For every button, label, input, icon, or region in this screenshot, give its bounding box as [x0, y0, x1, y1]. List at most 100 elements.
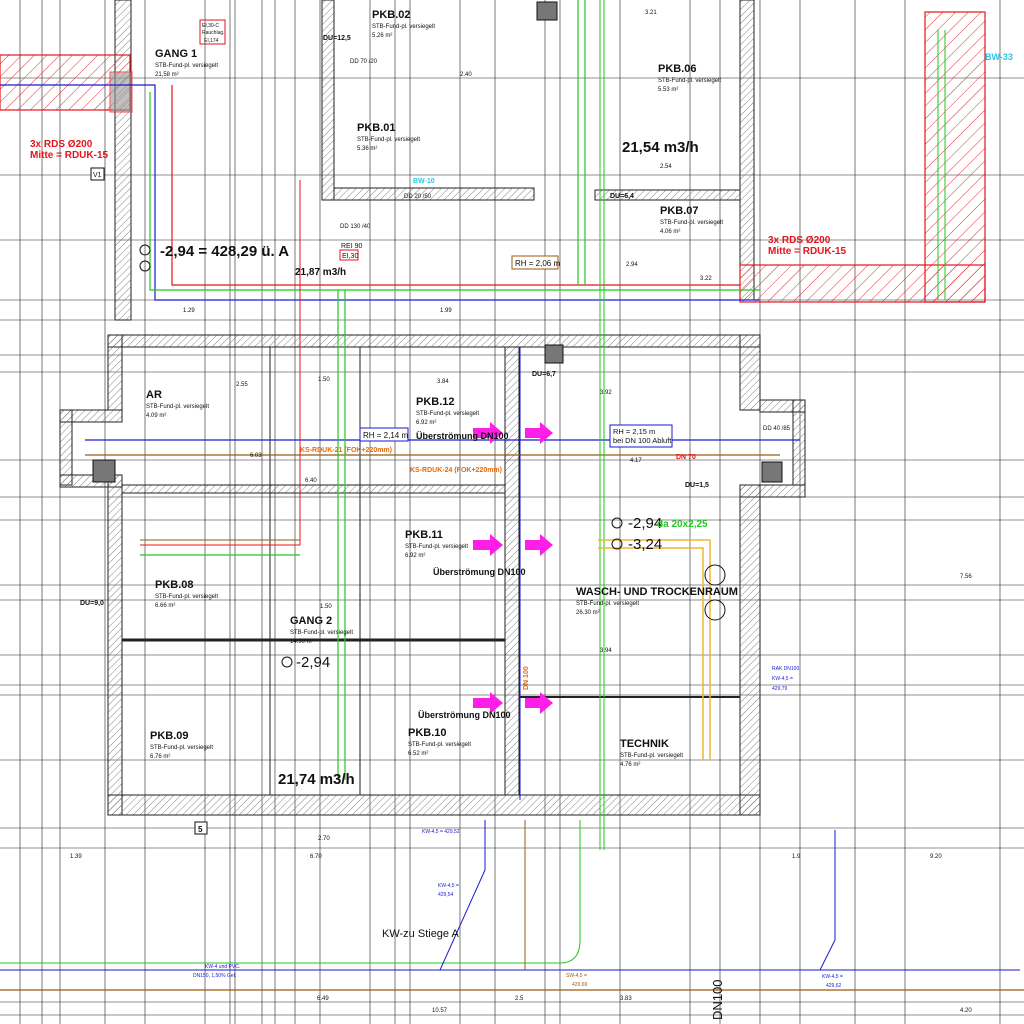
- dimension-label: 1.39: [70, 854, 82, 860]
- dimension-label: 2.70: [318, 836, 330, 842]
- svg-text:RH = 2,15 m: RH = 2,15 m: [613, 427, 655, 436]
- svg-text:STB-Fund-pl. versiegelt: STB-Fund-pl. versiegelt: [408, 742, 471, 748]
- dimension-label: 4.20: [960, 1008, 972, 1014]
- dimension-label: 6.03: [250, 453, 262, 459]
- svg-text:KW-4,5 =: KW-4,5 =: [438, 883, 459, 889]
- svg-text:da 20x2,25: da 20x2,25: [657, 519, 708, 530]
- svg-text:Mitte = RDUK-15: Mitte = RDUK-15: [30, 150, 109, 161]
- dimension-label: 4.17: [630, 458, 642, 464]
- svg-text:RAK DN100: RAK DN100: [772, 666, 799, 672]
- svg-text:STB-Fund-pl. versiegelt: STB-Fund-pl. versiegelt: [372, 24, 435, 30]
- svg-text:4.09 m²: 4.09 m²: [146, 413, 166, 419]
- svg-text:PKB.12: PKB.12: [416, 396, 455, 408]
- svg-text:DN150, 1,50% Gef.: DN150, 1,50% Gef.: [193, 973, 236, 979]
- dimension-label: 7.56: [960, 574, 972, 580]
- svg-text:TECHNIK: TECHNIK: [620, 738, 669, 750]
- svg-text:21,87 m3/h: 21,87 m3/h: [295, 267, 346, 278]
- ventilation-duct-bands: [0, 11, 986, 303]
- svg-text:DD 20 /50: DD 20 /50: [404, 194, 432, 200]
- svg-text:GANG 2: GANG 2: [290, 615, 332, 627]
- svg-text:STB-Fund-pl. versiegelt: STB-Fund-pl. versiegelt: [405, 544, 468, 550]
- svg-text:3x RDS Ø200: 3x RDS Ø200: [30, 139, 93, 150]
- dimension-label: 3.21: [645, 10, 657, 16]
- room-wasch-und-trockenraum: WASCH- UND TROCKENRAUM STB-Fund-pl. versi…: [576, 586, 738, 616]
- svg-text:STB-Fund-pl. versiegelt: STB-Fund-pl. versiegelt: [576, 601, 639, 607]
- overflow-arrow: [473, 422, 503, 444]
- svg-text:KW-4,5 =: KW-4,5 =: [822, 974, 843, 980]
- svg-text:KW-zu Stiege A: KW-zu Stiege A: [382, 928, 459, 940]
- svg-text:5.53 m²: 5.53 m²: [658, 87, 678, 93]
- dimension-label: 9.20: [930, 854, 942, 860]
- svg-text:DN 100: DN 100: [523, 666, 530, 690]
- svg-text:429,79: 429,79: [772, 686, 788, 692]
- svg-text:PKB.01: PKB.01: [357, 122, 396, 134]
- dimension-label: 6.70: [310, 854, 322, 860]
- dimension-label: 2.94: [626, 262, 638, 268]
- svg-text:EI,30: EI,30: [342, 253, 358, 260]
- svg-text:5.36 m²: 5.36 m²: [357, 146, 377, 152]
- svg-text:6.92 m²: 6.92 m²: [416, 420, 436, 426]
- svg-text:STB-Fund-pl. versiegelt: STB-Fund-pl. versiegelt: [146, 404, 209, 410]
- pipes: [0, 0, 1024, 991]
- svg-text:4.06 m²: 4.06 m²: [660, 229, 680, 235]
- svg-text:DN 70: DN 70: [676, 454, 696, 461]
- dimension-label: 3.83: [620, 996, 632, 1002]
- dimension-label: 2.5: [515, 996, 524, 1002]
- svg-text:V1: V1: [93, 172, 102, 179]
- dimension-labels: 1.291.501.993.212.542.943.223.924.173.94…: [70, 10, 972, 1014]
- svg-text:DU=12,5: DU=12,5: [323, 35, 351, 42]
- svg-text:GANG 1: GANG 1: [155, 48, 197, 60]
- svg-text:-2,94: -2,94: [296, 654, 330, 671]
- svg-text:STB-Fund-pl. versiegelt: STB-Fund-pl. versiegelt: [660, 220, 723, 226]
- svg-text:429,62: 429,62: [826, 983, 842, 989]
- svg-text:6.52 m²: 6.52 m²: [408, 751, 428, 757]
- dimension-label: 1.99: [440, 308, 452, 314]
- svg-text:DD 70 /20: DD 70 /20: [350, 59, 378, 65]
- dimension-label: 1.50: [318, 377, 330, 383]
- dimension-label: 3.22: [700, 276, 712, 282]
- dimension-label: 2.54: [660, 164, 672, 170]
- dimension-label: 2.55: [236, 382, 248, 388]
- svg-text:DU=6,7: DU=6,7: [532, 371, 556, 378]
- svg-text:PKB.02: PKB.02: [372, 9, 411, 21]
- svg-text:DD 40 /85: DD 40 /85: [763, 426, 791, 432]
- svg-text:14.90 m²: 14.90 m²: [290, 639, 314, 645]
- svg-text:DD 130 /40: DD 130 /40: [340, 224, 371, 230]
- svg-text:WASCH- UND TROCKENRAUM: WASCH- UND TROCKENRAUM: [576, 586, 738, 598]
- svg-text:bei DN 100 Abluft: bei DN 100 Abluft: [613, 436, 672, 445]
- svg-text:-2,94 = 428,29 ü. A: -2,94 = 428,29 ü. A: [160, 243, 289, 260]
- svg-text:STB-Fund-pl. versiegelt: STB-Fund-pl. versiegelt: [290, 630, 353, 636]
- svg-text:PKB.11: PKB.11: [405, 529, 443, 541]
- svg-text:DU=1,5: DU=1,5: [685, 482, 709, 489]
- svg-text:EI,174: EI,174: [204, 38, 219, 44]
- svg-text:Mitte = RDUK-15: Mitte = RDUK-15: [768, 246, 847, 257]
- svg-text:Überströmung DN100: Überströmung DN100: [416, 431, 509, 441]
- svg-text:Rauchlag.: Rauchlag.: [202, 30, 225, 36]
- dimension-label: 3.92: [600, 390, 612, 396]
- dimension-label: 6.40: [305, 478, 317, 484]
- svg-text:3x RDS Ø200: 3x RDS Ø200: [768, 235, 831, 246]
- room-gang-2: GANG 2 STB-Fund-pl. versiegelt 14.90 m²: [290, 615, 353, 645]
- svg-text:26.30 m²: 26.30 m²: [576, 610, 600, 616]
- svg-text:6.76 m²: 6.76 m²: [150, 754, 170, 760]
- svg-text:PKB.08: PKB.08: [155, 579, 194, 591]
- dimension-label: 10.57: [432, 1008, 448, 1014]
- dimension-label: 2.40: [460, 72, 472, 78]
- svg-text:5.26 m²: 5.26 m²: [372, 33, 392, 39]
- svg-text:Überströmung DN100: Überströmung DN100: [433, 567, 526, 577]
- svg-text:BW-10: BW-10: [413, 178, 435, 185]
- svg-text:Überströmung DN100: Überströmung DN100: [418, 710, 511, 720]
- svg-text:4.76 m²: 4.76 m²: [620, 762, 640, 768]
- airflow-arrows: [473, 422, 553, 714]
